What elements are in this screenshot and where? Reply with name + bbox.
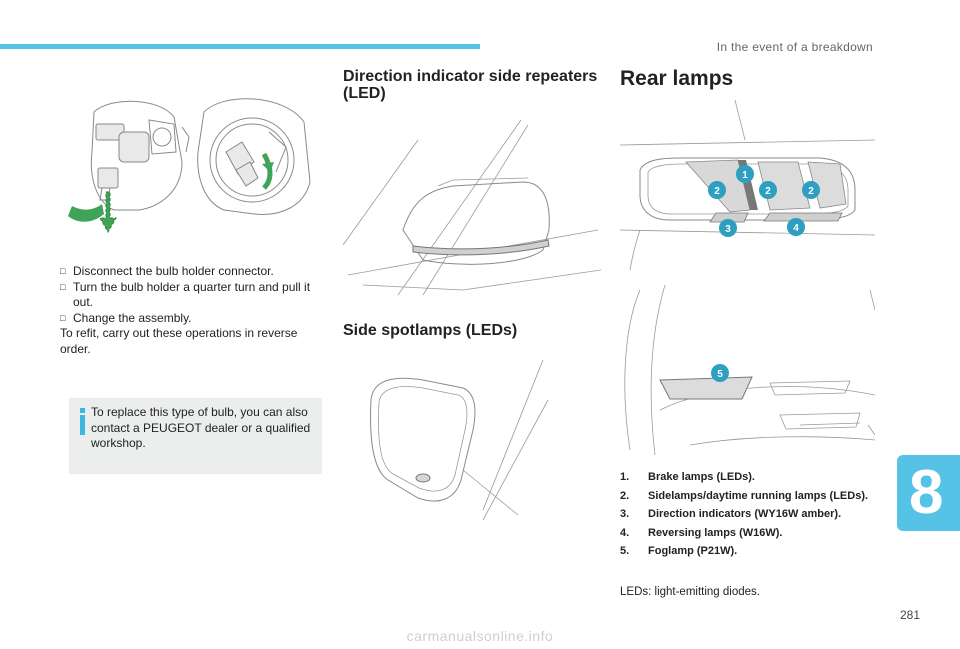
- legend-item: 4. Reversing lamps (W16W).: [620, 526, 783, 539]
- refit-text: To refit, carry out these operations in …: [60, 326, 298, 356]
- svg-text:2: 2: [808, 186, 814, 197]
- section-title: In the event of a breakdown: [716, 40, 873, 54]
- instruction-list: □ Disconnect the bulb holder connector. …: [60, 264, 322, 357]
- step-item: □ Change the assembly.: [60, 310, 192, 325]
- callout-badge-1: 1: [736, 165, 754, 183]
- legend-item: 3. Direction indicators (WY16W amber).: [620, 508, 842, 520]
- legend-item: 1. Brake lamps (LEDs).: [620, 471, 755, 483]
- legend-item: 5. Foglamp (P21W).: [620, 545, 738, 557]
- led-footnote: LEDs: light-emitting diodes.: [620, 586, 760, 598]
- svg-text:2: 2: [714, 186, 720, 197]
- rear-foglamp-illustration: 5: [624, 285, 875, 455]
- heading-side-repeaters: Direction indicator side repeaters (LED): [343, 68, 598, 102]
- header-accent-bar: [0, 44, 480, 49]
- svg-text:3: 3: [725, 224, 731, 235]
- rear-lamp-cluster-illustration: 1 2 2 2 3 4: [620, 100, 875, 270]
- step-item: □ Disconnect the bulb holder connector.: [60, 264, 274, 278]
- svg-text:4: 4: [793, 223, 799, 234]
- checkbox-bullet-icon: □: [60, 281, 66, 292]
- info-note-text: To replace this type of bulb, you can al…: [91, 405, 311, 450]
- legend-item: 2. Sidelamps/daytime running lamps (LEDs…: [620, 489, 869, 502]
- page-number: 281: [899, 608, 920, 622]
- callout-badge-3: 3: [719, 219, 737, 237]
- rear-lamp-legend: 1. Brake lamps (LEDs). 2. Sidelamps/dayt…: [620, 470, 880, 563]
- callout-badge-2: 2: [759, 181, 777, 199]
- info-note-box: To replace this type of bulb, you can al…: [69, 398, 322, 474]
- chapter-number: 8: [909, 458, 944, 527]
- callout-badge-5: 5: [711, 364, 729, 382]
- svg-text:5: 5: [717, 369, 723, 380]
- heading-rear-lamps: Rear lamps: [620, 67, 734, 90]
- callout-badge-2: 2: [802, 181, 820, 199]
- info-icon: [80, 408, 85, 435]
- svg-text:2: 2: [765, 186, 771, 197]
- watermark: carmanualsonline.info: [406, 628, 554, 644]
- svg-text:1: 1: [742, 170, 748, 181]
- callout-badge-2: 2: [708, 181, 726, 199]
- foglamp-bulb-holder-illustration: [68, 98, 311, 234]
- callout-badge-4: 4: [787, 218, 805, 236]
- side-repeater-mirror-illustration: [343, 120, 601, 296]
- chapter-tab: 8: [897, 455, 960, 531]
- heading-side-spotlamps: Side spotlamps (LEDs): [343, 322, 518, 339]
- checkbox-bullet-icon: □: [60, 312, 66, 323]
- side-spotlamp-mirror-illustration: [370, 360, 549, 520]
- step-item: □ Turn the bulb holder a quarter turn an…: [60, 279, 311, 310]
- checkbox-bullet-icon: □: [60, 266, 66, 276]
